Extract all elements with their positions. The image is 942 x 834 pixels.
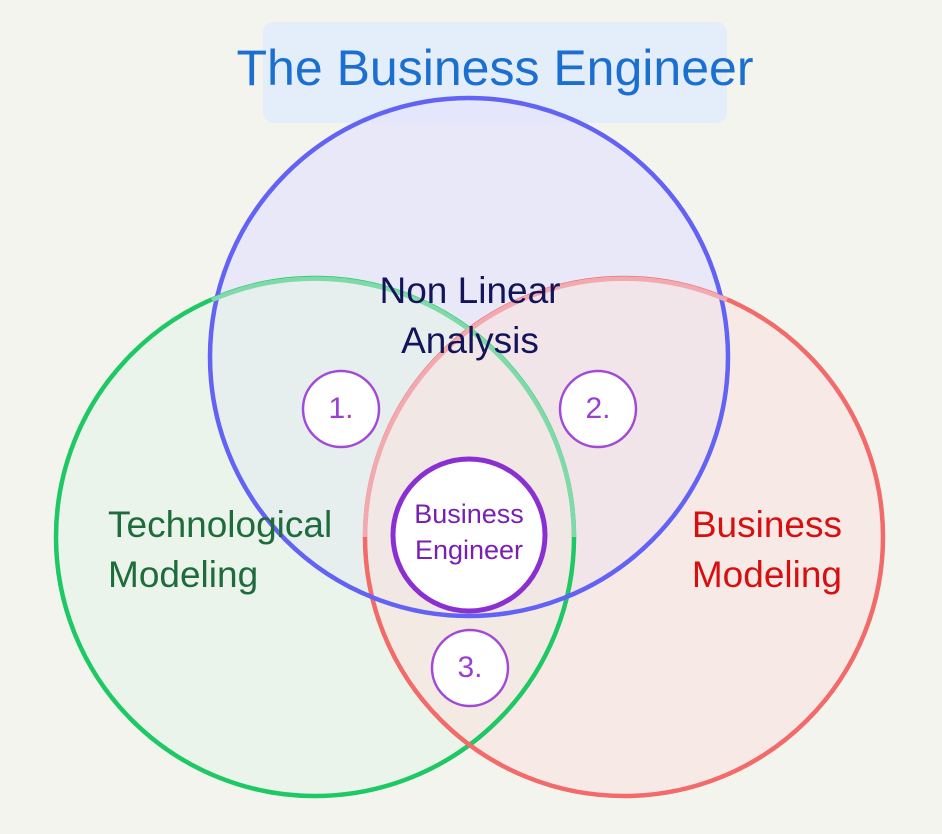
circle-top-label-line2: Analysis xyxy=(401,320,539,361)
intersection-1-circle xyxy=(301,369,381,449)
circle-left-label-line2: Modeling xyxy=(108,554,259,595)
left-circle-arc-over-top xyxy=(211,276,577,538)
circle-left-label-line1: Technological xyxy=(108,504,333,545)
circle-right-label-line1: Business xyxy=(691,504,842,545)
intersection-2-circle xyxy=(558,369,638,449)
circle-right-label: Business Modeling xyxy=(640,500,842,600)
circle-top-label-line1: Non Linear xyxy=(379,270,561,311)
right-circle-arc-over-top xyxy=(362,276,728,538)
intersection-3-circle xyxy=(430,628,510,708)
center-label: Business Engineer xyxy=(392,496,546,568)
circle-left-label: Technological Modeling xyxy=(108,500,332,600)
circle-top-label: Non Linear Analysis xyxy=(310,266,630,366)
intersection-1-label: 1. xyxy=(328,392,354,425)
circle-top-outline xyxy=(207,95,731,619)
center-label-line1: Business xyxy=(414,499,524,529)
center-label-line2: Engineer xyxy=(414,535,524,565)
intersection-2-label: 2. xyxy=(585,392,611,425)
circle-right-label-line2: Modeling xyxy=(691,554,842,595)
intersection-3-label: 3. xyxy=(457,651,483,684)
diagram-title: The Business Engineer xyxy=(236,40,754,96)
center-circle xyxy=(390,456,548,614)
